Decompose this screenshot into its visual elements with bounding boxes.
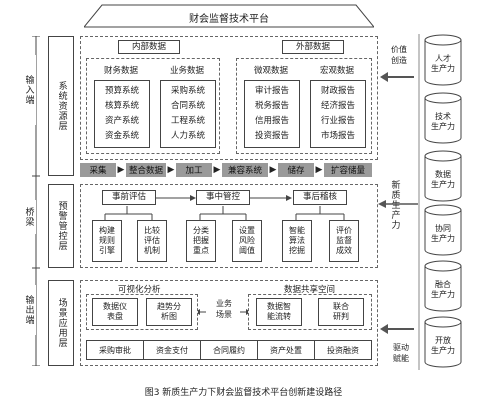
micro-item: 投资报告 (254, 131, 289, 142)
data-share-group (248, 294, 372, 330)
productivity-cylinder-label: 融合 生产力 (431, 280, 455, 299)
macro-data-title: 宏观数据 (319, 66, 354, 76)
business-data-box: 采购系统 合同系统 工程系统 人力系统 (160, 80, 216, 148)
scene-arrows (198, 309, 248, 315)
productivity-cylinder-label: 数据 生产力 (431, 170, 455, 189)
finance-data-title: 财务数据 (103, 66, 138, 76)
micro-data-title: 微观数据 (253, 66, 288, 76)
scenario-item: 资金支付 (144, 341, 201, 359)
share-item-joint-judgement: 联合 研判 (318, 298, 364, 326)
business-item: 工程系统 (170, 116, 205, 127)
internal-data-title: 内部数据 (118, 40, 180, 54)
productivity-bracket (378, 200, 418, 208)
productivity-cylinder-label: 开放 生产力 (431, 336, 455, 355)
internal-data-group (86, 58, 220, 154)
business-item: 合同系统 (170, 101, 205, 112)
label-output-end: 输出端 (22, 285, 36, 335)
micro-item: 税务报告 (254, 101, 289, 112)
finance-item: 资金系统 (104, 131, 139, 142)
productivity-cylinder: 融合 生产力 (424, 260, 462, 312)
arrow-right-icon: ▶ (269, 165, 277, 175)
scenario-item: 合同履约 (201, 341, 258, 359)
control-item: 设置 风险 阈值 (232, 220, 262, 262)
platform-roof (84, 4, 374, 28)
layer-control: 预警管控层 (48, 184, 74, 268)
business-item: 采购系统 (170, 86, 205, 97)
macro-item: 行业报告 (320, 116, 355, 127)
pipeline-step: 储存 (278, 163, 314, 177)
drive-arrow (380, 324, 414, 334)
productivity-column-line (418, 34, 420, 370)
value-arrow (380, 72, 414, 82)
scenario-item: 投资融资 (327, 345, 359, 355)
left-axis (32, 36, 40, 366)
productivity-cylinder-label: 协同 生产力 (431, 224, 455, 243)
label-input-end: 输入端 (22, 55, 36, 125)
label-bridge: 桥梁 (22, 200, 36, 234)
control-panel (80, 184, 378, 268)
finance-item: 资产系统 (104, 116, 139, 127)
layer-scenario: 场景应用层 (48, 280, 74, 366)
control-item: 分类 把握 重点 (186, 220, 216, 262)
platform-title: 财会监督技术平台 (189, 13, 269, 25)
pipeline-step: 扩容储量 (324, 163, 372, 177)
micro-item: 审计报告 (254, 86, 289, 97)
arrow-right-icon: ▶ (167, 165, 175, 175)
productivity-cylinder-label: 技术 生产力 (431, 112, 455, 131)
micro-item: 信用报告 (254, 116, 289, 127)
pipeline-step: 兼容系统 (222, 163, 268, 177)
arrow-right-icon: ▶ (315, 165, 323, 175)
scenario-bottom-row: 采购审批 资金支付 合同履约 资产处置 投资融资 (86, 340, 372, 360)
business-item: 人力系统 (170, 131, 205, 142)
arrow-right-icon: ▶ (213, 165, 221, 175)
pipeline-step: 采集 (80, 163, 116, 177)
macro-item: 财政报告 (320, 86, 355, 97)
visual-analysis-title: 可视化分析 (118, 285, 161, 295)
productivity-cylinder: 技术 生产力 (424, 92, 462, 144)
stage-in-process-control: 事中管控 (196, 190, 250, 205)
productivity-cylinder: 人才 生产力 (424, 34, 462, 86)
scenario-item: 资产处置 (258, 341, 315, 359)
new-productivity-label: 新质生产力 (389, 180, 400, 230)
business-data-title: 业务数据 (169, 66, 204, 76)
pipeline-step: 整合数据 (126, 163, 166, 177)
finance-item: 预算系统 (104, 86, 139, 97)
macro-data-box: 财政报告 经济报告 行业报告 市场报告 (310, 80, 366, 148)
control-flow-lines (104, 195, 345, 220)
visual-item-dashboard: 数据仪 表盘 (92, 298, 138, 326)
scenario-panel (80, 280, 378, 366)
visual-item-trend-chart: 趋势分 析图 (146, 298, 192, 326)
macro-item: 市场报告 (320, 131, 355, 142)
control-item: 比较 评估 机制 (137, 220, 167, 262)
scenario-item: 采购审批 (87, 341, 144, 359)
productivity-cylinder: 协同 生产力 (424, 204, 462, 256)
share-item-flow: 数据智 能流转 (256, 298, 302, 326)
macro-item: 经济报告 (320, 101, 355, 112)
data-share-title: 数据共享空间 (284, 285, 336, 295)
finance-data-box: 预算系统 核算系统 资产系统 资金系统 (94, 80, 150, 148)
figure-caption: 图3 新质生产力下财会监督技术平台创新建设路径 (144, 387, 343, 398)
resource-panel (80, 36, 378, 160)
finance-item: 核算系统 (104, 101, 139, 112)
layer-resource: 系统资源层 (48, 36, 74, 176)
productivity-cylinder: 数据 生产力 (424, 150, 462, 202)
drive-empower-label: 驱动 赋能 (393, 343, 409, 363)
external-data-title: 外部数据 (282, 40, 344, 54)
stage-pre-assessment: 事前评估 (102, 190, 156, 205)
micro-data-box: 审计报告 税务报告 信用报告 投资报告 (244, 80, 300, 148)
control-item: 评价 监督 成效 (329, 220, 359, 262)
control-item: 构建 规则 引擎 (92, 220, 122, 262)
business-scene-label: 业务 场景 (216, 299, 232, 319)
productivity-cylinder-label: 人才 生产力 (431, 54, 455, 73)
productivity-cylinders: 人才 生产力技术 生产力数据 生产力协同 生产力融合 生产力开放 生产力 (424, 34, 464, 370)
data-pipeline: 采集 ▶ 整合数据 ▶ 加工 ▶ 兼容系统 ▶ 储存 ▶ 扩容储量 (80, 162, 378, 178)
stage-post-audit: 事后稽核 (293, 190, 347, 205)
value-creation-label: 价值 创造 (391, 45, 407, 65)
control-item: 智能 算法 挖掘 (282, 220, 312, 262)
productivity-cylinder: 开放 生产力 (424, 316, 462, 368)
arrow-right-icon: ▶ (117, 165, 125, 175)
pipeline-step: 加工 (176, 163, 212, 177)
external-data-group (236, 58, 372, 154)
